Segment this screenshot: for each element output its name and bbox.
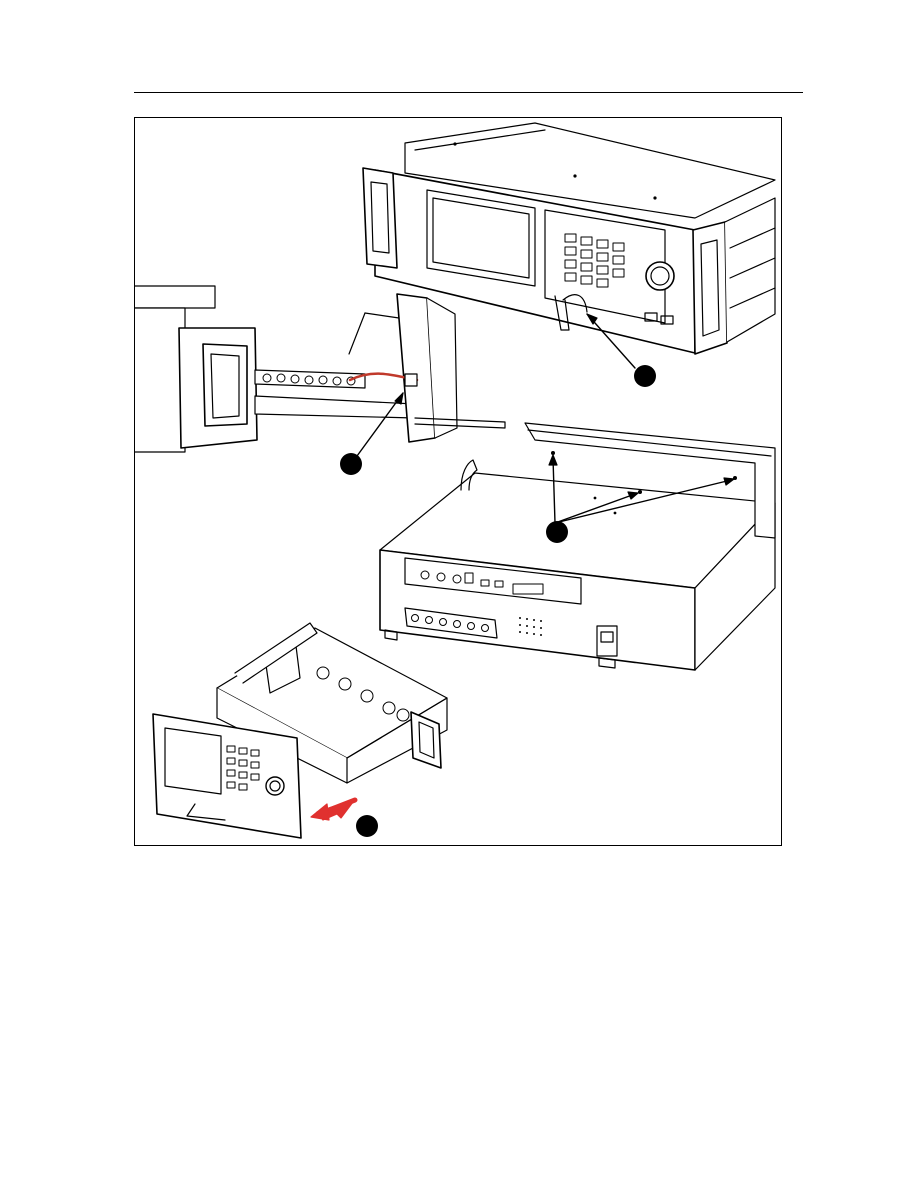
figure-frame <box>134 117 782 846</box>
side-view-ribbon-cable <box>135 286 505 456</box>
page-header-rule <box>134 92 803 93</box>
callout-step-3 <box>546 521 568 543</box>
callout-step-1 <box>634 365 656 387</box>
callout-step-4 <box>356 815 378 837</box>
rear-view-instrument <box>380 423 775 670</box>
disassembly-illustration <box>135 118 782 846</box>
chassis-removal-view <box>153 623 447 838</box>
callout-step-2 <box>340 453 362 475</box>
